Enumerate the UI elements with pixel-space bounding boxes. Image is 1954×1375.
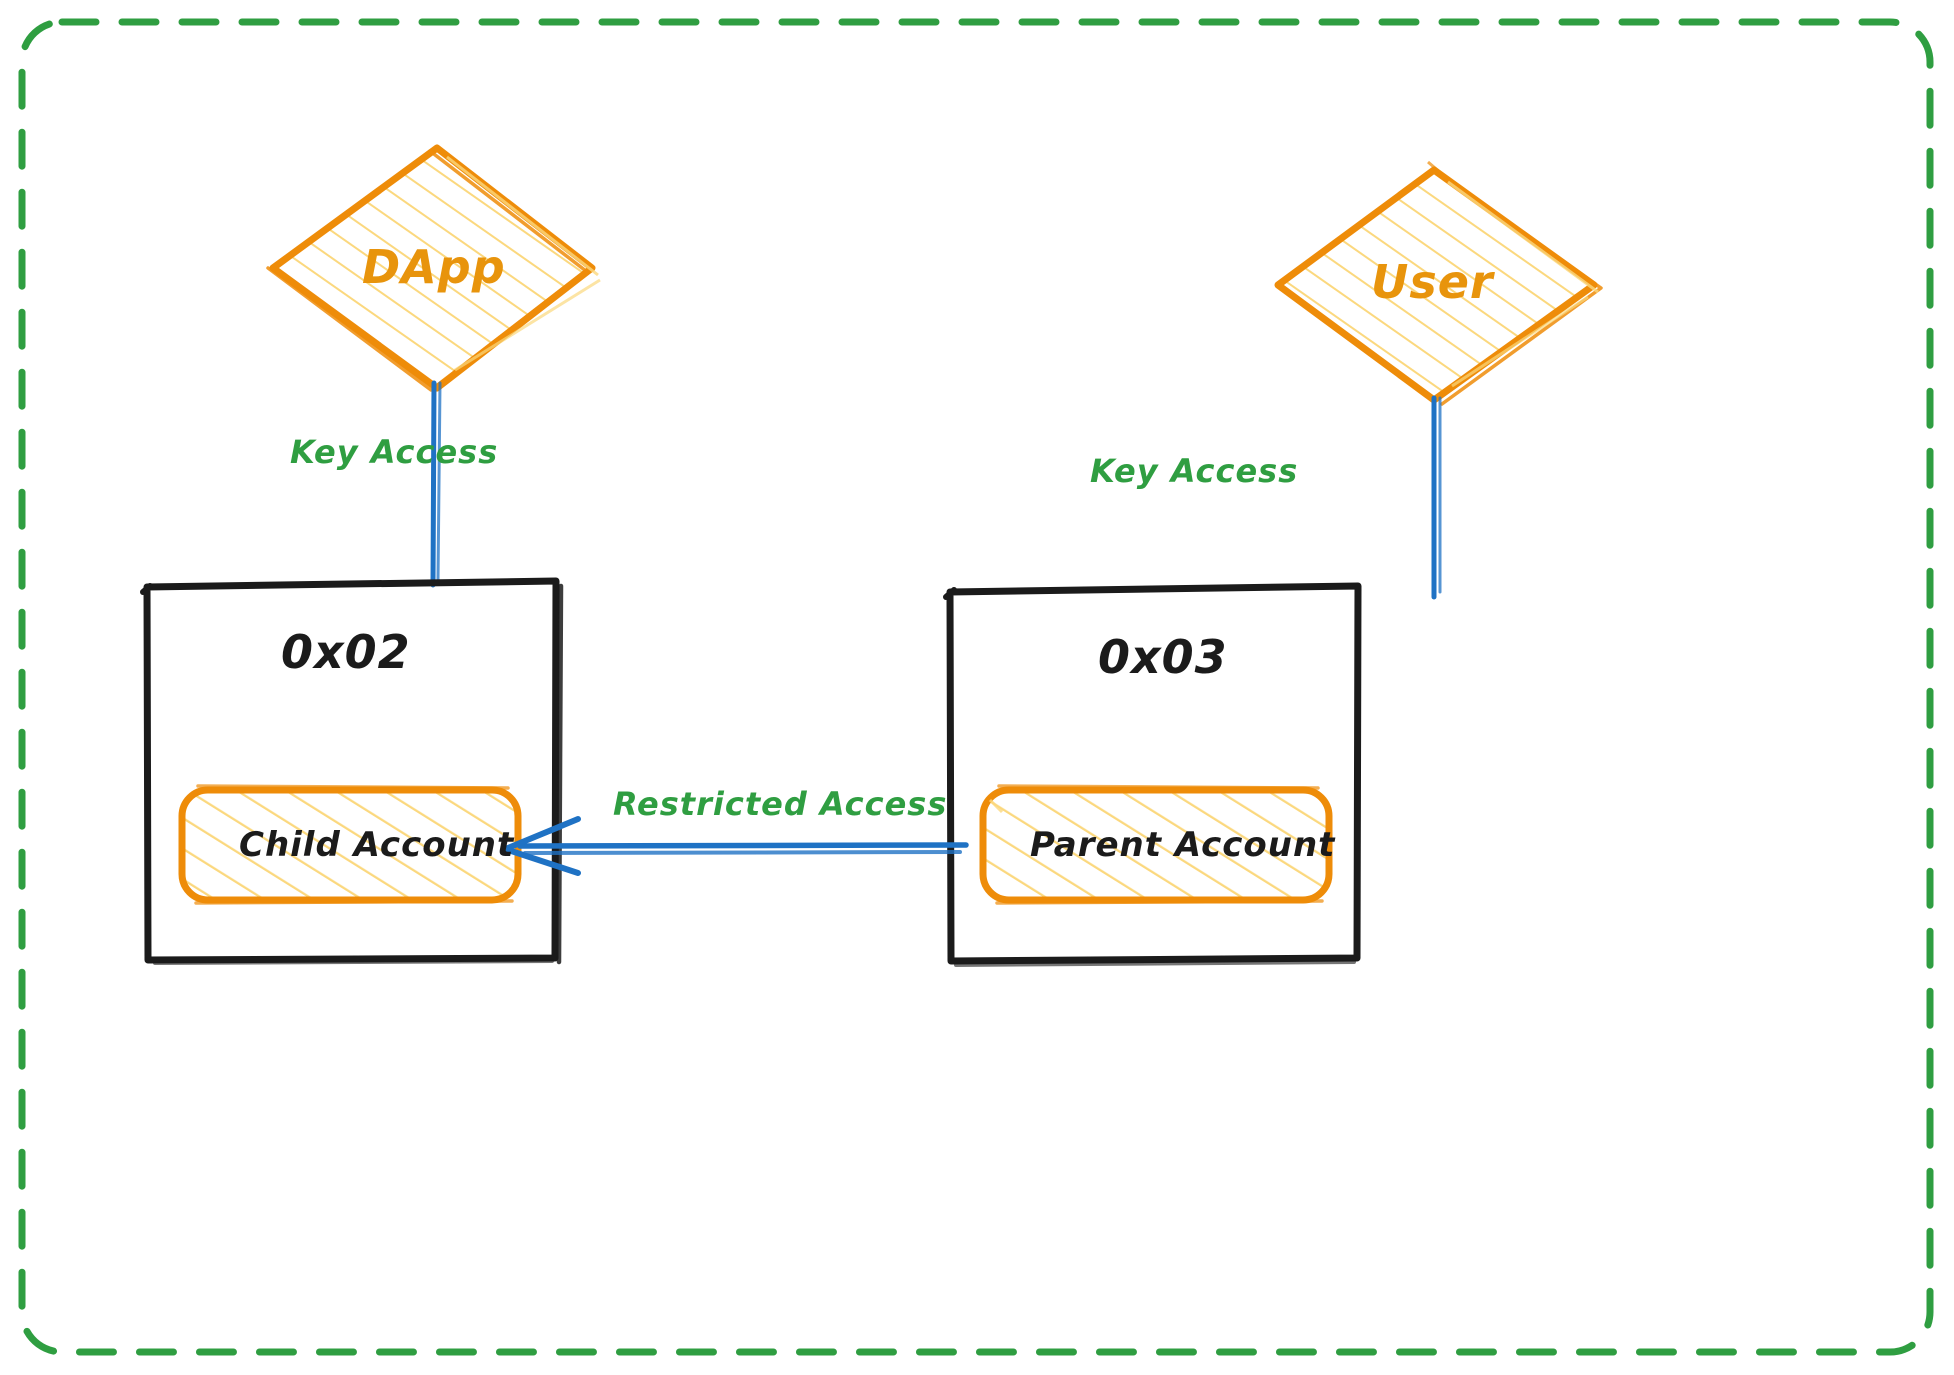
child-account-box-shape [140,577,564,965]
restricted-access-label: Restricted Access [613,785,948,823]
dapp-node-shape [266,144,601,392]
child-account-pill-label: Child Account [239,825,515,865]
parent-account-pill-shape [979,784,1333,905]
dapp-node-label: DApp [362,240,506,294]
child-account-box-label: 0x02 [281,625,411,679]
dapp-key-access-label: Key Access [290,433,499,471]
child-account-pill-shape [178,784,522,905]
dapp-key-access-edge [430,380,442,588]
user-node-label: User [1371,255,1494,309]
user-key-access-label: Key Access [1090,452,1299,490]
parent-account-box-label: 0x03 [1098,630,1228,684]
parent-account-box-shape [943,582,1362,967]
parent-account-pill-label: Parent Account [1030,825,1336,865]
restricted-access-edge [505,816,969,876]
dashed-boundary [18,18,1934,1356]
user-key-access-edge [1431,395,1442,600]
